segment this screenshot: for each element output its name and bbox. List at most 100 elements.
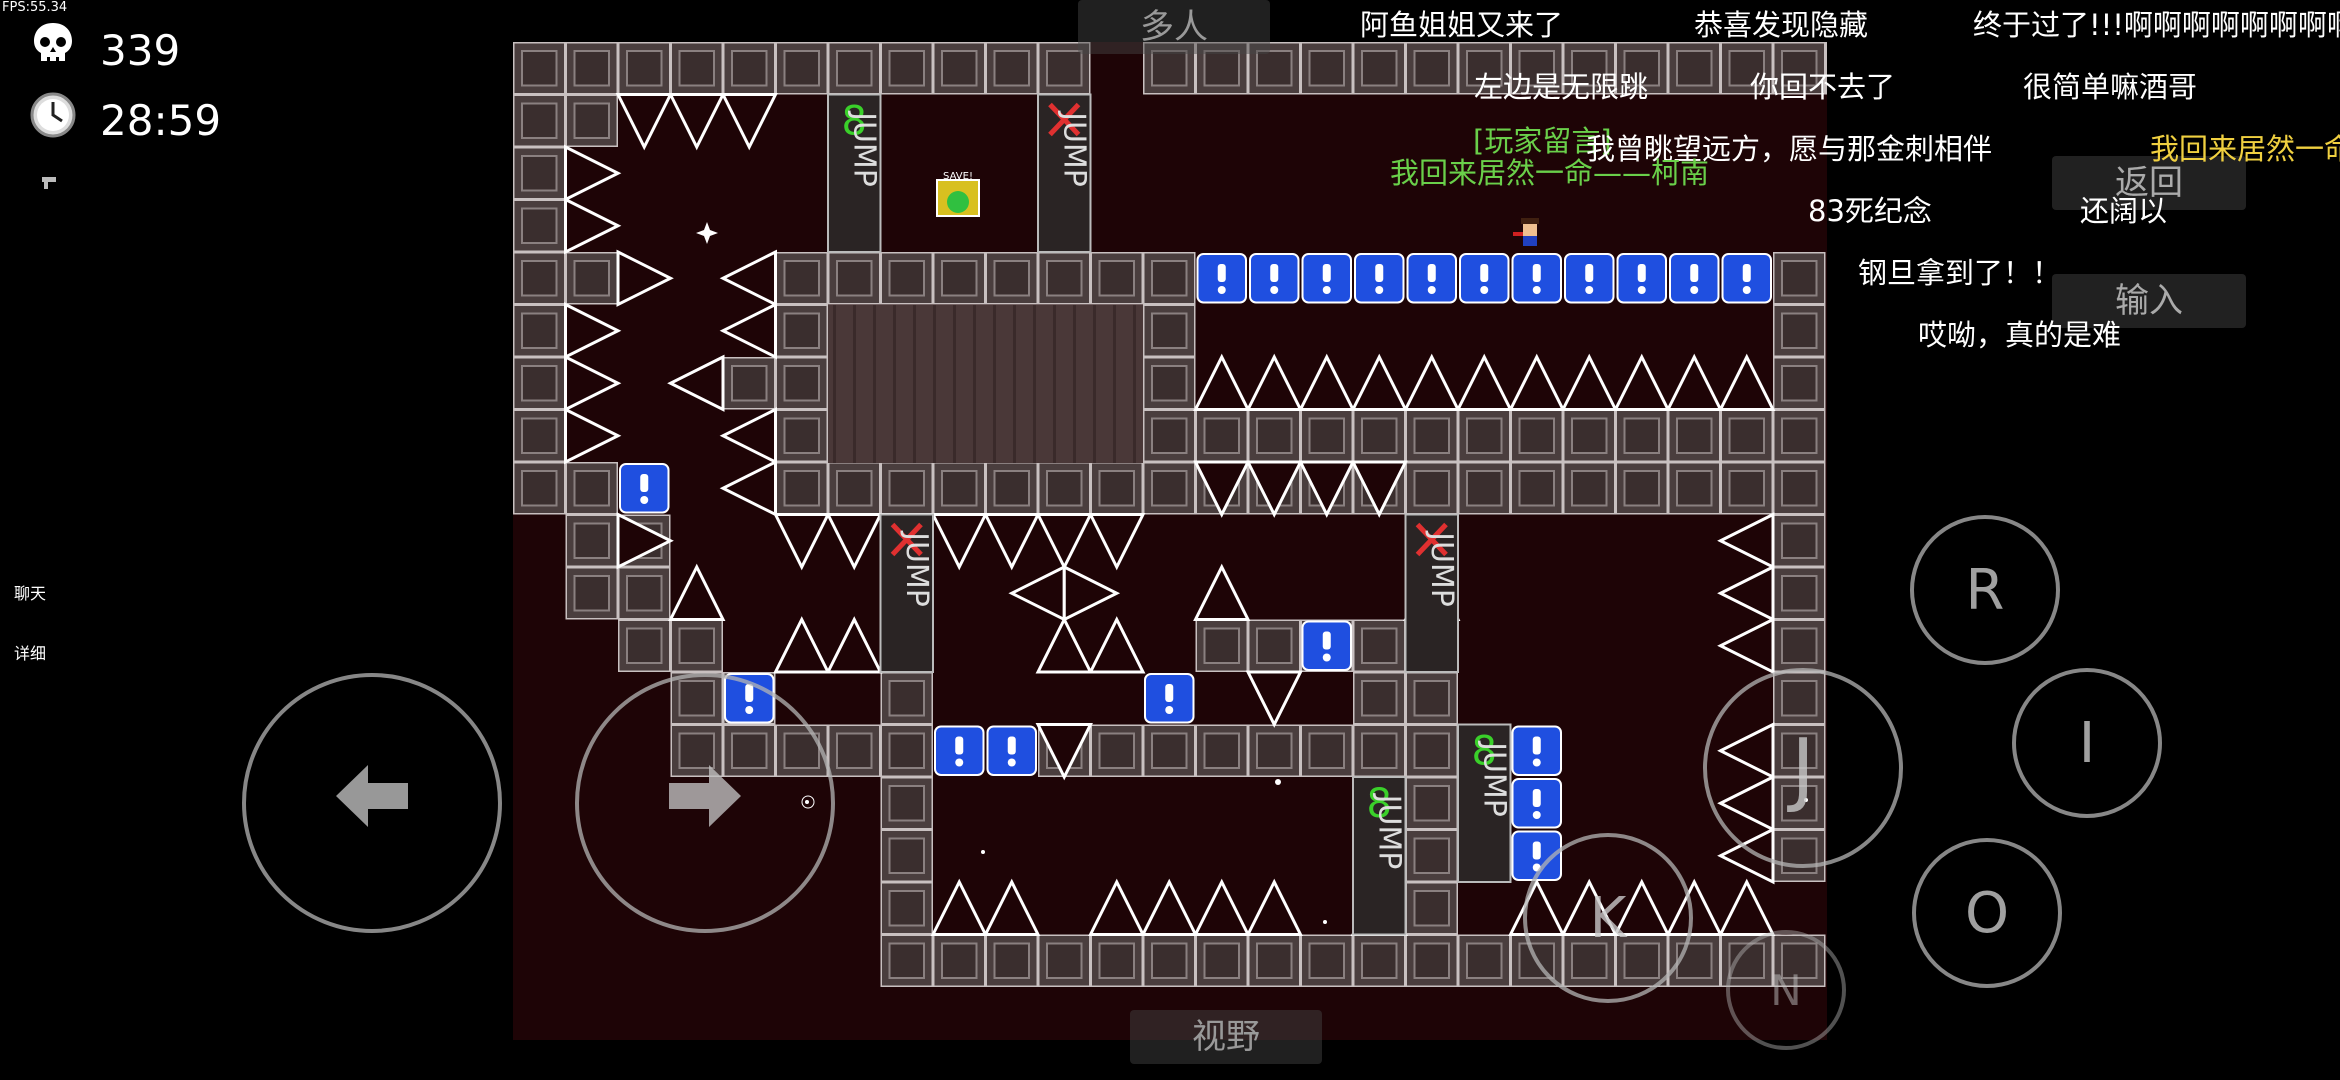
o-button[interactable]: O: [1912, 838, 2062, 988]
spike: [1008, 564, 1066, 622]
danmaku-comment: 很简单嘛酒哥: [2023, 70, 2198, 104]
danmaku-comment: 我回来居然一命: [2150, 132, 2340, 166]
exclaim-block: [1669, 253, 1720, 304]
spike: [616, 512, 674, 570]
move-right-button[interactable]: [575, 673, 835, 933]
wall-block: [513, 147, 566, 515]
spike: [564, 407, 622, 465]
spike: [1665, 353, 1723, 411]
spike: [1035, 723, 1093, 781]
spike: [1088, 616, 1146, 674]
spike: [930, 878, 988, 936]
arrow-right-icon: [665, 761, 745, 845]
danmaku-comment: 钢旦拿到了！！: [1858, 256, 2062, 290]
wall-block: [618, 567, 671, 620]
spike: [983, 513, 1041, 571]
exclaim-block: [1511, 253, 1562, 304]
exclaim-block: [1511, 778, 1562, 829]
player-character: [1513, 218, 1539, 246]
exclaim-block: [1354, 253, 1405, 304]
r-button[interactable]: R: [1910, 515, 2060, 665]
spike: [1717, 512, 1775, 570]
spike: [1613, 353, 1671, 411]
spike: [616, 249, 674, 307]
spike: [1088, 513, 1146, 571]
jump-sign: JUMP: [1404, 513, 1459, 673]
wooden-panel: [828, 305, 1143, 463]
time-value: 28:59: [100, 95, 222, 145]
spike: [1403, 353, 1461, 411]
chat-button[interactable]: 聊天: [14, 584, 47, 603]
jump-label: JUMP: [1056, 110, 1091, 187]
move-left-button[interactable]: [242, 673, 502, 933]
wall-block: [1143, 304, 1196, 462]
exclaim-block: [1196, 253, 1247, 304]
jump-count-label: 8: [842, 99, 867, 145]
spike: [668, 93, 726, 151]
jump-button[interactable]: J: [1703, 668, 1903, 868]
n-button[interactable]: N: [1726, 930, 1846, 1050]
spike: [564, 144, 622, 202]
exclaim-block: [934, 725, 985, 776]
clock-icon: [28, 90, 78, 150]
details-button[interactable]: 详细: [14, 644, 47, 663]
spike: [1718, 353, 1776, 411]
danmaku-comment: 阿鱼姐姐又来了: [1360, 8, 1564, 42]
jump-label: JUMP: [846, 110, 881, 187]
danmaku-comment: 你回不去了: [1750, 70, 1896, 104]
back-button[interactable]: 返回: [2052, 156, 2246, 210]
jump-sign: JUMP: [879, 513, 934, 673]
spike: [564, 197, 622, 255]
spike: [667, 354, 725, 412]
spike: [1062, 564, 1121, 622]
spike: [773, 616, 831, 674]
exclaim-block: [1564, 253, 1615, 304]
exclaim-block: [1616, 253, 1667, 304]
spike: [1193, 878, 1251, 936]
wall-block: [1405, 724, 1458, 935]
gun-icon: [42, 176, 58, 195]
danmaku-comment: [玩家留言]: [1473, 124, 1612, 158]
spike: [983, 878, 1041, 936]
save-label: SAVE!: [943, 171, 973, 182]
spike: [1140, 878, 1198, 936]
jump-sign: JUMP: [1037, 93, 1092, 253]
spike: [719, 407, 777, 465]
wall-block: [565, 252, 618, 305]
input-button[interactable]: 输入: [2052, 274, 2246, 328]
spike: [615, 93, 673, 151]
spike: [1455, 353, 1513, 411]
spike: [1717, 564, 1775, 622]
spike: [1193, 460, 1251, 518]
view-button[interactable]: 视野: [1130, 1010, 1322, 1064]
shoot-button[interactable]: K: [1523, 833, 1693, 1003]
wall-block: [565, 462, 618, 515]
exclaim-block: [1406, 253, 1457, 304]
spike: [773, 513, 831, 571]
jump-count-label: 8: [1472, 729, 1497, 775]
i-button[interactable]: I: [2012, 668, 2162, 818]
spike: [564, 302, 622, 360]
exclaim-block: [619, 463, 670, 514]
spike: [1298, 353, 1356, 411]
wall-block: [618, 619, 723, 672]
spike: [1298, 460, 1356, 518]
spike: [1245, 878, 1303, 936]
spike: [1245, 460, 1303, 518]
save-point[interactable]: SAVE!: [936, 171, 980, 217]
spike: [1560, 353, 1618, 411]
danmaku-comment: 恭喜发现隐藏: [1694, 8, 1869, 42]
skull-icon: [28, 20, 78, 80]
exclaim-block: [1144, 673, 1195, 724]
multiplayer-button[interactable]: 多人: [1078, 0, 1270, 54]
wall-block: [1143, 42, 1827, 95]
exclaim-blocks: [619, 253, 1772, 881]
spike: [825, 513, 883, 571]
danmaku-comment: 左边是无限跳: [1474, 70, 1649, 104]
spike: [1035, 513, 1093, 571]
spike: [1035, 616, 1093, 674]
exclaim-block: [1249, 253, 1300, 304]
